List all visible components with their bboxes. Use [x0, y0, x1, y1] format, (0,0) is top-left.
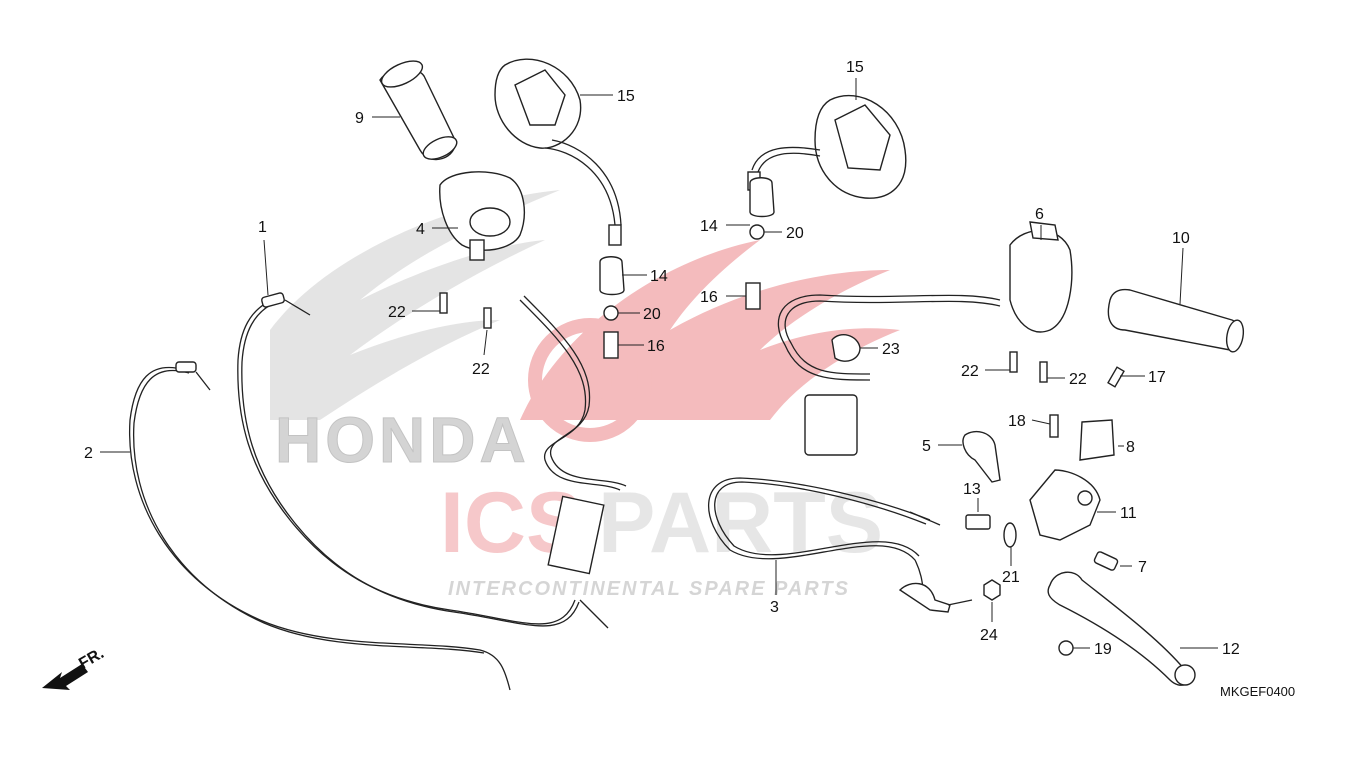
ics-wing-logo: [520, 240, 900, 442]
throttle-cable-2: [128, 366, 511, 691]
washer-21: [1003, 522, 1017, 548]
left-mirror: [494, 58, 622, 246]
screw-17: [1107, 366, 1125, 388]
clutch-lever: [1047, 571, 1189, 686]
bolt-16-left: [603, 331, 619, 359]
right-handlebar-switch: [1009, 221, 1073, 333]
left-handlebar-switch: [439, 171, 525, 261]
left-connector: [547, 495, 605, 575]
callout-20-right: 20: [786, 225, 804, 242]
callout-2: 2: [84, 445, 93, 462]
bolt-13: [965, 514, 991, 530]
honda-wing-logo: [270, 190, 560, 420]
callout-12: 12: [1222, 641, 1240, 658]
callout-6: 6: [1035, 206, 1044, 223]
nut-20-right: [749, 224, 765, 240]
honda-brand-text: HONDA: [275, 404, 530, 476]
callout-18: 18: [1008, 413, 1026, 430]
callout-19: 19: [1094, 641, 1112, 658]
lever-cover: [962, 430, 1001, 483]
leader-lines: [100, 78, 1218, 649]
nut-20-left: [603, 305, 619, 321]
bar-end-weight-left: [599, 256, 625, 296]
callout-3: 3: [770, 599, 779, 616]
callout-23: 23: [882, 341, 900, 358]
callout-15-left: 15: [617, 88, 635, 105]
callouts: 1 2 3 4 5 6 7 8 9 10 11 12 13 14 14 15 1…: [84, 59, 1240, 658]
callout-9: 9: [355, 110, 364, 127]
bracket-holder: [1079, 419, 1115, 461]
bolt-16-right: [745, 282, 761, 310]
callout-16-left: 16: [647, 338, 665, 355]
callout-1: 1: [258, 219, 267, 236]
callout-22a: 22: [388, 304, 406, 321]
callout-16-right: 16: [700, 289, 718, 306]
callout-10: 10: [1172, 230, 1190, 247]
callout-17: 17: [1148, 369, 1166, 386]
callout-22d: 22: [1069, 371, 1087, 388]
left-grip: [379, 60, 458, 161]
callout-8: 8: [1126, 439, 1135, 456]
callout-4: 4: [416, 221, 425, 238]
callout-22b: 22: [472, 361, 490, 378]
callout-14-right: 14: [700, 218, 718, 235]
callout-5: 5: [922, 438, 931, 455]
callout-13: 13: [963, 481, 981, 498]
nut-24: [983, 579, 1001, 601]
callout-22c: 22: [961, 363, 979, 380]
callout-11: 11: [1120, 505, 1137, 522]
cables: [128, 292, 1001, 691]
right-mirror: [747, 95, 907, 199]
clutch-cable: [708, 477, 941, 606]
callout-24: 24: [980, 627, 998, 644]
nut-19: [1058, 640, 1074, 656]
front-arrow-icon: [42, 664, 88, 690]
front-direction-indicator: FR.: [42, 645, 107, 690]
screw-22d: [1039, 361, 1048, 383]
callout-21: 21: [1002, 569, 1020, 586]
callout-20-left: 20: [643, 306, 661, 323]
wire-clamp: [831, 334, 861, 362]
callout-7: 7: [1138, 559, 1147, 576]
screw-18: [1049, 414, 1059, 438]
screw-22b: [483, 307, 492, 329]
clutch-lever-bracket: [1029, 469, 1101, 541]
tagline-text: INTERCONTINENTAL SPARE PARTS: [448, 578, 850, 600]
right-connector: [804, 394, 858, 456]
screw-22c: [1009, 351, 1018, 373]
screw-22a: [439, 292, 448, 314]
parts-logo-text: PARTS: [598, 475, 883, 571]
callout-14-left: 14: [650, 268, 668, 285]
pin-7: [1093, 551, 1119, 571]
right-grip: [1107, 288, 1245, 353]
callout-15-right: 15: [846, 59, 864, 76]
throttle-cable-1: [237, 299, 576, 625]
bar-end-weight-right: [749, 177, 775, 218]
diagram-code: MKGEF0400: [1220, 684, 1295, 699]
